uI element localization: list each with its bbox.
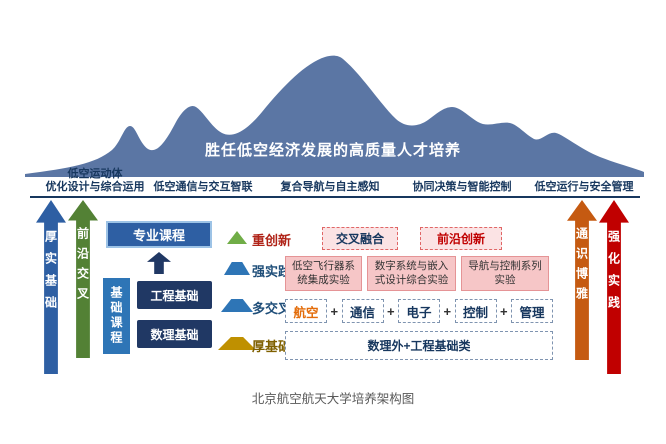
right-arrow-strengthened-practice: 强化实践 (599, 200, 629, 374)
mountain-shape (25, 55, 644, 177)
discipline-box-communication: 通信 (341, 299, 384, 323)
practice-box-uav-integration: 低空飞行器系统集成实验 (285, 256, 362, 291)
plus-sign: + (330, 303, 339, 319)
left-arrow-frontier-cross: 前沿交叉 (68, 200, 98, 358)
right-arrow-strengthened-practice-label: 强化实践 (606, 229, 621, 318)
pyramid-tier-3-label: 多交叉 (252, 301, 292, 316)
discipline-box-aviation: 航空 (285, 299, 327, 323)
divider-line (30, 196, 640, 198)
left-arrow-solid-foundation: 厚实基础 (36, 200, 66, 374)
right-arrow-general-education-label: 通识博雅 (574, 227, 589, 308)
pyramid-tier-2-icon (224, 262, 250, 275)
base-course-label: 基础课程 (109, 286, 123, 346)
left-arrow-solid-foundation-label: 厚实基础 (43, 229, 58, 318)
practice-box-digital-embedded: 数字系统与嵌入式设计综合实验 (367, 256, 456, 291)
category-label-3: 复合导航与自主感知 (280, 181, 380, 193)
category-label-5: 低空运行与安全管理 (534, 181, 634, 193)
practice-box-nav-control: 导航与控制系列实验 (461, 256, 549, 291)
plus-sign: + (499, 303, 508, 319)
category-label-4: 协同决策与智能控制 (412, 181, 512, 193)
base-course-box: 基础课程 (103, 278, 130, 354)
plus-sign: + (443, 303, 452, 319)
plus-sign: + (386, 303, 395, 319)
category-label-1: 低空运动体 优化设计与综合运用 (35, 168, 155, 194)
discipline-box-electronics: 电子 (398, 299, 440, 323)
pyramid-tier-1-icon (227, 231, 247, 244)
engineering-foundation-box: 工程基础 (137, 281, 212, 309)
major-course-box: 专业课程 (106, 221, 212, 248)
up-arrow-icon (147, 252, 171, 274)
pyramid-tier-4-icon (218, 337, 256, 350)
pyramid-tier-3-icon (221, 299, 253, 312)
diagram-caption: 北京航空航天大学培养架构图 (251, 392, 415, 406)
pyramid-tier-4-label: 厚基础 (252, 339, 292, 354)
category-1-line2: 优化设计与综合运用 (45, 181, 145, 194)
category-label-2: 低空通信与交互智联 (153, 181, 253, 193)
foundation-course-box: 数理外+工程基础类 (285, 331, 553, 360)
frontier-innovation-box: 前沿创新 (420, 227, 502, 250)
discipline-row: 航空 + 通信 + 电子 + 控制 + 管理 (285, 299, 553, 323)
pyramid-tier-1-label: 重创新 (252, 233, 292, 248)
right-arrow-general-education: 通识博雅 (567, 200, 597, 360)
left-arrow-frontier-cross-label: 前沿交叉 (75, 226, 90, 307)
pyramid-tier-2-label: 强实践 (252, 264, 292, 279)
banner-title: 胜任低空经济发展的高质量人才培养 (204, 142, 461, 159)
cross-fusion-box: 交叉融合 (322, 227, 398, 250)
category-1-line1: 低空运动体 (67, 168, 123, 180)
discipline-box-control: 控制 (454, 299, 497, 323)
math-foundation-box: 数理基础 (137, 320, 212, 348)
discipline-box-management: 管理 (511, 299, 553, 323)
mountain-silhouette (25, 55, 644, 177)
